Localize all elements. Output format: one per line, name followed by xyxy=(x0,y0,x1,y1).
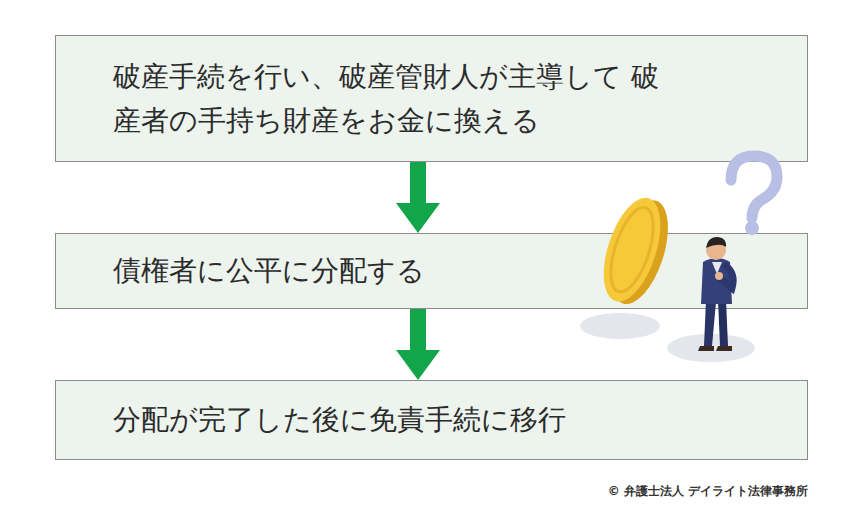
question-dot xyxy=(745,221,759,235)
box-text: 債権者に公平に分配する xyxy=(113,249,425,292)
box-fill xyxy=(56,234,808,309)
flow-arrow xyxy=(396,309,440,380)
box-fill xyxy=(56,36,808,162)
box-text: 破産手続を行い、破産管財人が主導して 破産者の手持ち財産をお金に換える xyxy=(113,55,663,142)
process-box: 債権者に公平に分配する xyxy=(55,233,808,309)
box-text: 分配が完了した後に免責手続に移行 xyxy=(113,398,566,441)
copyright-note: © 弁護士法人 デイライト法律事務所 xyxy=(608,483,808,500)
process-box: 分配が完了した後に免責手続に移行 xyxy=(55,380,808,460)
process-box: 破産手続を行い、破産管財人が主導して 破産者の手持ち財産をお金に換える xyxy=(55,35,808,162)
person xyxy=(698,237,733,351)
flow-arrow xyxy=(396,162,440,233)
coin xyxy=(593,191,680,311)
box-fill xyxy=(56,381,808,460)
coin-shadow xyxy=(580,313,660,339)
question-mark xyxy=(731,156,777,218)
